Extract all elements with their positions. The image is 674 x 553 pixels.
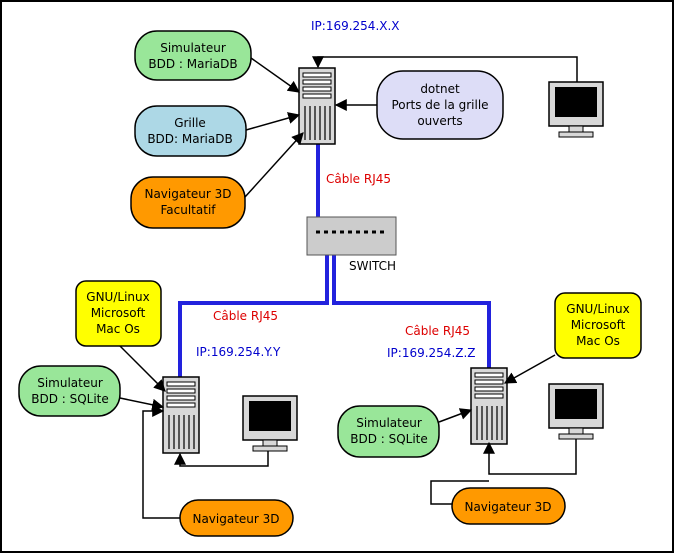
link-switch-left	[178, 232, 329, 378]
monitor-right	[548, 383, 604, 440]
arrow-os-left	[119, 345, 166, 392]
server-left	[162, 376, 200, 454]
bubble-nav3d-right: Navigateur 3D	[451, 487, 566, 525]
svg-text:BDD : SQLite: BDD : SQLite	[350, 432, 428, 446]
bubble-sim-sqlite-right: Simulateur BDD : SQLite	[337, 405, 440, 458]
ip-left-label: IP:169.254.Y.Y	[196, 345, 281, 359]
arrow-nav3d-facultatif	[244, 132, 304, 198]
cable-left-label: Câble RJ45	[213, 309, 278, 323]
arrow-grille-mariadb	[245, 112, 301, 131]
bubble-os-left: GNU/Linux Microsoft Mac Os	[75, 280, 162, 347]
switch-device	[306, 216, 397, 256]
arrow-os-right	[503, 354, 556, 384]
svg-text:dotnet: dotnet	[420, 82, 460, 96]
cable-right-label: Câble RJ45	[405, 324, 470, 338]
monitor-top	[548, 81, 604, 138]
svg-text:Navigateur 3D: Navigateur 3D	[464, 500, 551, 514]
bubble-grille-mariadb: Grille BDD: MariaDB	[134, 105, 247, 157]
svg-text:Simulateur: Simulateur	[160, 41, 226, 55]
svg-text:GNU/Linux: GNU/Linux	[86, 290, 149, 304]
svg-text:Simulateur: Simulateur	[356, 416, 422, 430]
svg-text:Navigateur 3D: Navigateur 3D	[192, 512, 279, 526]
arrow-monitor-top	[312, 56, 578, 82]
svg-text:Facultatif: Facultatif	[160, 203, 216, 217]
bubble-dotnet: dotnet Ports de la grille ouverts	[376, 70, 504, 140]
arrow-sim-mariadb	[250, 57, 300, 93]
svg-text:Microsoft: Microsoft	[571, 318, 626, 332]
svg-text:BDD: MariaDB: BDD: MariaDB	[147, 132, 232, 146]
svg-text:Grille: Grille	[174, 116, 206, 130]
arrow-monitor-left	[174, 451, 269, 467]
svg-text:Navigateur 3D: Navigateur 3D	[144, 187, 231, 201]
arrow-monitor-right	[483, 439, 577, 475]
svg-text:Simulateur: Simulateur	[37, 376, 103, 390]
svg-text:Ports de la grille: Ports de la grille	[391, 98, 488, 112]
bubble-sim-mariadb: Simulateur BDD : MariaDB	[134, 30, 252, 81]
bubble-os-right: GNU/Linux Microsoft Mac Os	[554, 292, 642, 359]
network-links	[178, 143, 491, 378]
arrows	[119, 56, 578, 519]
svg-text:Mac Os: Mac Os	[96, 322, 140, 336]
switch-label: SWITCH	[349, 259, 396, 273]
ip-top-label: IP:169.254.X.X	[311, 19, 400, 33]
svg-text:GNU/Linux: GNU/Linux	[566, 302, 629, 316]
arrow-sim-sqlite-right	[438, 408, 473, 423]
bubble-nav3d-facultatif: Navigateur 3D Facultatif	[130, 176, 246, 229]
svg-text:Mac Os: Mac Os	[576, 334, 620, 348]
server-right	[470, 367, 508, 445]
bubble-sim-sqlite-left: Simulateur BDD : SQLite	[18, 365, 121, 417]
svg-text:Microsoft: Microsoft	[91, 306, 146, 320]
arrow-nav3d-left	[142, 405, 180, 519]
arrow-nav3d-right	[430, 480, 489, 505]
svg-text:BDD : SQLite: BDD : SQLite	[31, 392, 109, 406]
svg-text:BDD : MariaDB: BDD : MariaDB	[148, 57, 237, 71]
link-switch-right	[332, 232, 491, 368]
arrow-sim-sqlite-left	[119, 397, 165, 411]
svg-text:ouverts: ouverts	[417, 114, 462, 128]
ip-right-label: IP:169.254.Z.Z	[387, 346, 476, 360]
cable-top-label: Câble RJ45	[326, 172, 391, 186]
monitor-left	[242, 395, 298, 452]
bubble-nav3d-left: Navigateur 3D	[179, 499, 294, 537]
server-top	[298, 67, 336, 145]
